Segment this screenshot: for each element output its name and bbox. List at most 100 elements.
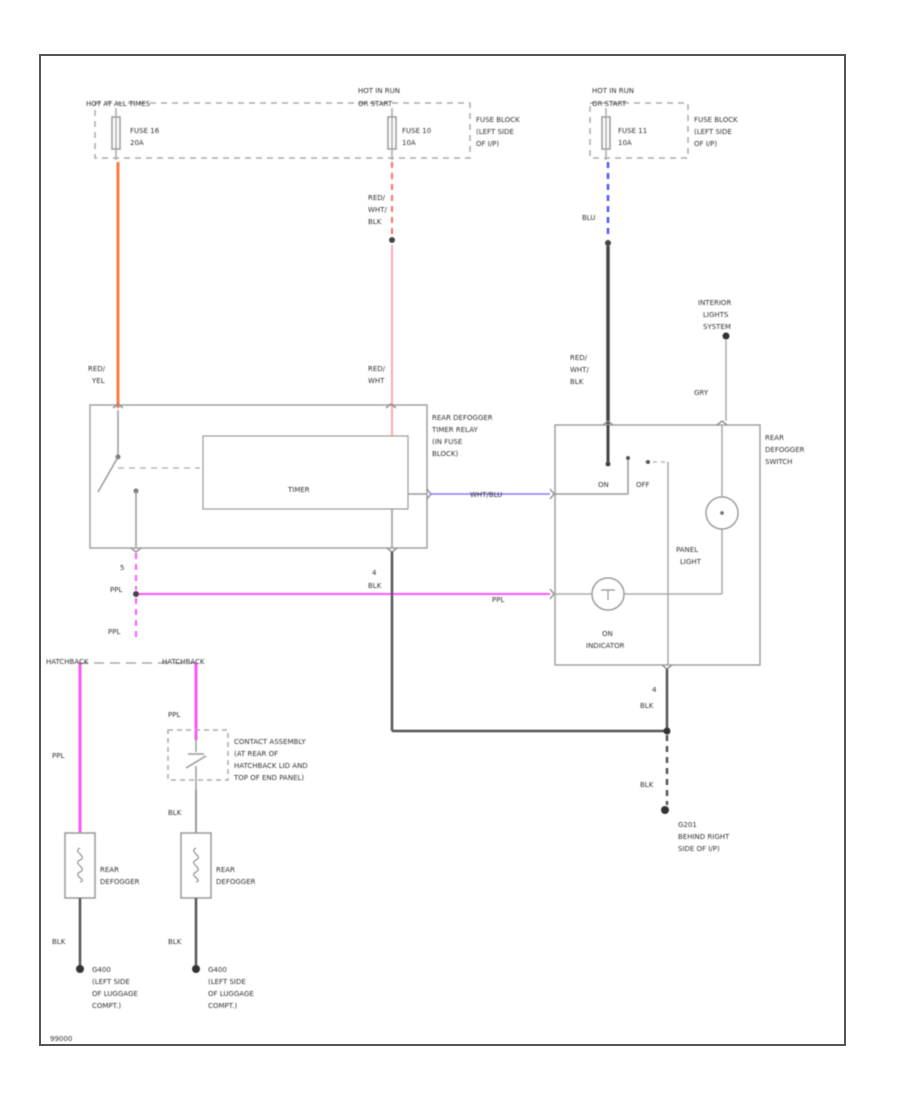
label-wire-color: PPL: [168, 711, 180, 719]
label-timer-relay: REAR DEFOGGER: [432, 414, 493, 422]
splice-dot-icon: [605, 461, 611, 467]
fuse-icon: [601, 108, 611, 160]
label-interior-lights: LIGHTS: [703, 311, 729, 319]
heater-grid-icon: [180, 832, 212, 899]
label-wire-color: RED/: [368, 365, 386, 373]
ground-icon: [76, 965, 84, 973]
label-on-indicator: INDICATOR: [586, 642, 625, 650]
label-switch-on: ON: [598, 481, 609, 489]
ground-icon: [192, 965, 200, 973]
label-panel-light: PANEL: [676, 546, 698, 554]
label-wire-color: BLK: [168, 809, 182, 817]
label-wire-color: WHT/: [570, 366, 589, 374]
label-wire-color: PPL: [492, 596, 504, 604]
label-wire-color: BLK: [640, 781, 654, 789]
label-switch: SWITCH: [765, 458, 792, 466]
splice-dot-icon: [722, 332, 730, 340]
label-interior-lights: INTERIOR: [698, 299, 731, 307]
fuse-block-left: [94, 102, 471, 159]
label-wire-color: PPL: [108, 628, 120, 636]
label-contact-assembly: CONTACT ASSEMBLY: [234, 738, 306, 746]
label-timer-relay: (IN FUSE: [432, 438, 462, 446]
label-wire-color: BLK: [368, 582, 382, 590]
label-ground: BEHIND RIGHT: [678, 833, 730, 841]
label-ground: G201: [678, 821, 697, 829]
label-wire-color: BLK: [570, 378, 584, 386]
label-fuse-block: (LEFT SIDE: [694, 128, 732, 136]
label-or-start: OR START: [358, 100, 393, 108]
label-wire-color: RED/: [88, 365, 106, 373]
label-ground: SIDE OF I/P): [678, 845, 720, 853]
label-wire-color: PPL: [52, 752, 64, 760]
label-switch-off: OFF: [636, 481, 650, 489]
switch-contact-icon: [626, 456, 668, 494]
fuse-icon: [111, 108, 121, 160]
ground-icon: [661, 806, 669, 814]
splice-dot-icon: [133, 591, 139, 597]
label-ground: (LEFT SIDE: [208, 978, 246, 986]
switch-contact-icon: [97, 410, 200, 548]
label-fuse-block: (LEFT SIDE: [476, 128, 514, 136]
label-fuse-block: FUSE BLOCK: [476, 116, 520, 124]
splice-dot-icon: [663, 727, 671, 735]
label-ground: G400: [92, 966, 111, 974]
label-wire-color: BLK: [368, 218, 382, 226]
label-fuse-11-amp: 10A: [618, 139, 632, 147]
label-wire-color: WHT/BLU: [470, 491, 502, 499]
label-or-start: OR START: [592, 100, 627, 108]
label-wire-color: BLK: [168, 938, 182, 946]
label-hot-in-run: HOT IN RUN: [358, 87, 400, 95]
contact-assembly: [167, 729, 229, 790]
label-fuse-16-amp: 20A: [130, 139, 144, 147]
label-contact-assembly: (AT REAR OF: [234, 750, 278, 758]
footer-code: 99000: [50, 1035, 72, 1043]
label-rear-defogger: DEFOGGER: [216, 878, 256, 886]
label-fuse-16: FUSE 16: [130, 127, 160, 135]
lamp-icon: [591, 577, 625, 611]
label-contact-assembly: HATCHBACK LID AND: [234, 762, 308, 770]
diagram-frame: [39, 54, 846, 1046]
label-timer-relay: TIMER RELAY: [431, 426, 478, 434]
label-pin: 4: [652, 686, 657, 694]
label-on-indicator: ON: [602, 630, 613, 638]
label-wire-color: BLK: [52, 938, 66, 946]
fuse-block-right: [589, 102, 689, 159]
label-timer: TIMER: [287, 486, 310, 494]
label-wire-color: RED/: [570, 354, 588, 362]
label-panel-light: LIGHT: [680, 558, 702, 566]
label-contact-assembly: TOP OF END PANEL): [233, 774, 304, 782]
label-fuse-11: FUSE 11: [618, 127, 647, 135]
fuse-icon: [387, 108, 397, 160]
timer-relay-box: [89, 404, 428, 549]
label-ground: OF LUGGAGE: [208, 990, 254, 998]
label-timer-relay: BLOCK): [432, 450, 458, 458]
label-interior-lights: SYSTEM: [703, 323, 731, 331]
rear-defogger-switch-box: [554, 424, 761, 666]
label-rear-defogger: DEFOGGER: [100, 878, 140, 886]
label-ground: COMPT.): [208, 1002, 237, 1010]
label-wire-color: RED/: [368, 194, 386, 202]
label-hot-at-all-times: HOT AT ALL TIMES: [86, 100, 151, 108]
label-wire-color: BLU: [582, 214, 595, 222]
timer-module: [202, 435, 409, 510]
label-ground: G400: [208, 966, 227, 974]
label-ground: (LEFT SIDE: [92, 978, 130, 986]
label-wire-color: PPL: [110, 586, 122, 594]
label-switch: REAR: [765, 434, 784, 442]
label-pin: 5: [120, 564, 124, 572]
label-wire-color: WHT/: [368, 206, 387, 214]
label-wire-color: GRY: [694, 389, 709, 397]
lamp-icon: [705, 496, 739, 530]
label-wire-color: WHT: [368, 377, 385, 385]
splice-dot-icon: [389, 237, 395, 243]
heater-grid-icon: [64, 832, 96, 899]
label-hatchback: HATCHBACK: [46, 658, 89, 666]
label-fuse-10: FUSE 10: [402, 127, 431, 135]
label-fuse-block: OF I/P): [694, 140, 717, 148]
connector-marks: [549, 420, 728, 670]
label-hatchback: HATCHBACK: [162, 658, 205, 666]
label-pin: 4: [372, 569, 377, 577]
connector-marks: [112, 403, 432, 553]
label-hot-in-run: HOT IN RUN: [592, 87, 634, 95]
